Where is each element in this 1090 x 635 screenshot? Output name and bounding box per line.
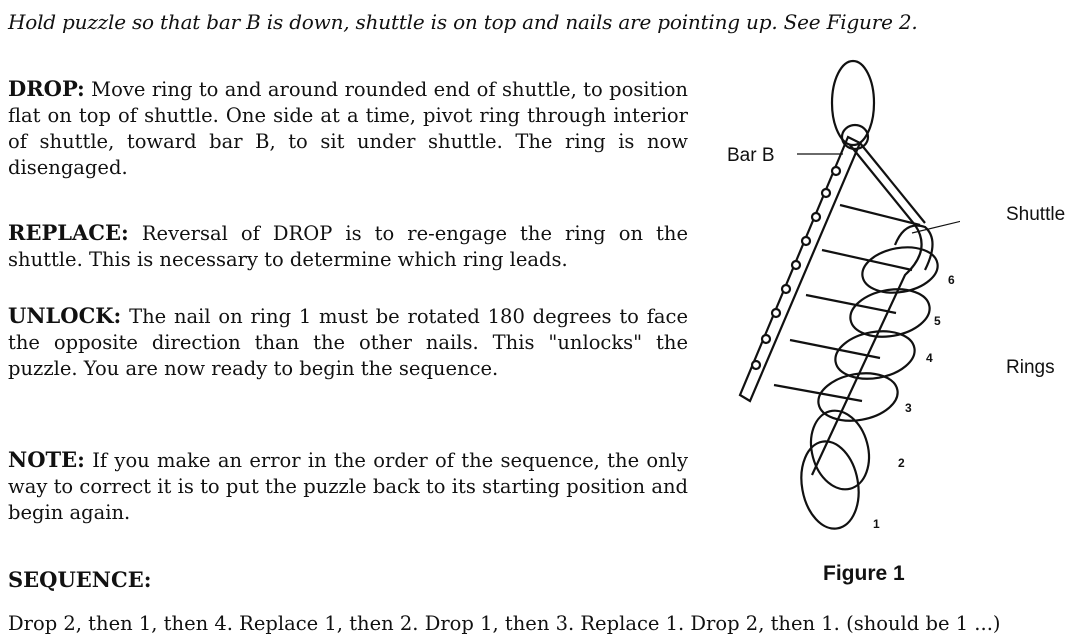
puzzle-figure-illustration [738, 59, 960, 530]
ring-number-1: 1 [873, 517, 880, 531]
ring-number-6: 6 [948, 273, 955, 287]
ring-number-3: 3 [905, 401, 912, 415]
unlock-paragraph: UNLOCK: The nail on ring 1 must be rotat… [8, 303, 688, 382]
replace-paragraph: REPLACE: Reversal of DROP is to re-engag… [8, 220, 688, 273]
sequence-heading: SEQUENCE: [8, 567, 152, 592]
unlock-text: The nail on ring 1 must be rotated 180 d… [8, 305, 688, 380]
drop-paragraph: DROP: Move ring to and around rounded en… [8, 76, 688, 181]
drop-text: Move ring to and around rounded end of s… [8, 78, 688, 179]
rings-label: Rings [1006, 357, 1055, 378]
note-heading: NOTE: [8, 447, 85, 472]
drop-heading: DROP: [8, 76, 85, 101]
unlock-heading: UNLOCK: [8, 303, 122, 328]
ring-number-4: 4 [926, 351, 933, 365]
note-text: If you make an error in the order of the… [8, 449, 688, 524]
replace-heading: REPLACE: [8, 220, 129, 245]
sequence-text: Drop 2, then 1, then 4. Replace 1, then … [8, 612, 1001, 635]
ring-number-2: 2 [898, 456, 905, 470]
intro-instruction: Hold puzzle so that bar B is down, shutt… [8, 10, 918, 34]
bar-b-label: Bar B [727, 145, 775, 166]
top-handle-ring [830, 59, 876, 147]
shuttle-label: Shuttle [1006, 204, 1066, 225]
note-paragraph: NOTE: If you make an error in the order … [8, 447, 688, 526]
figure-caption: Figure 1 [823, 562, 905, 585]
replace-text: Reversal of DROP is to re-engage the rin… [8, 222, 688, 271]
ring-number-5: 5 [934, 314, 941, 328]
